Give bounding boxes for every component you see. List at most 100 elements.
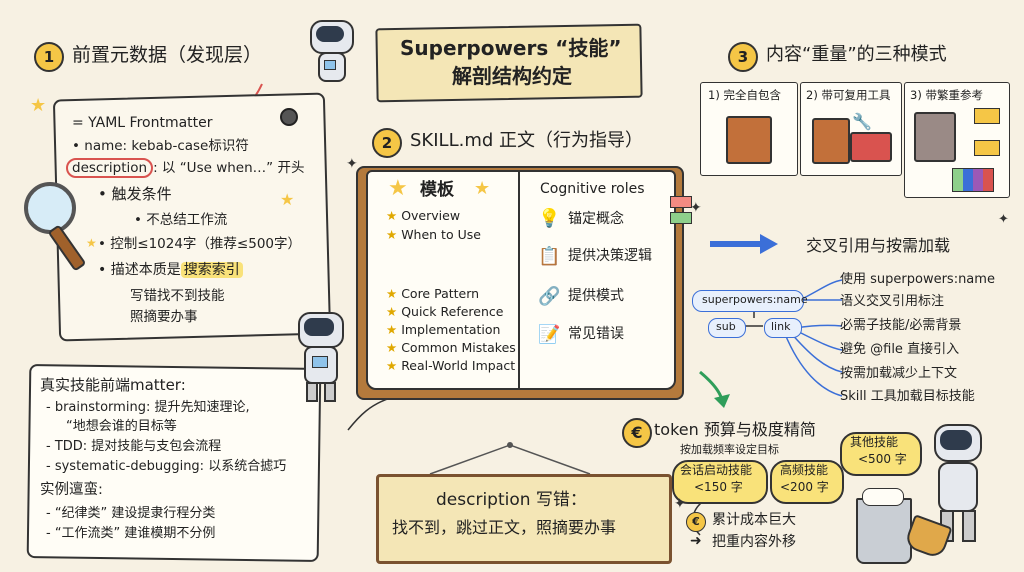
real-title: 真实技能前端matter: [40, 376, 186, 394]
binders-icon [952, 168, 994, 192]
trigger-item: • 触发条件 [98, 185, 172, 203]
node-superpowers-name [692, 290, 804, 312]
budget-session-l1: 会话启动技能 [680, 463, 753, 477]
cognitive-roles-title: Cognitive roles [540, 181, 645, 197]
wrench-icon: 🔧 [852, 112, 872, 131]
description-rest: : 以 “Use when…” 开头 [153, 160, 305, 176]
toolbox-icon [850, 132, 892, 162]
crossref-item-5: 按需加载减少上下文 [840, 366, 958, 381]
folder-icon [974, 108, 1000, 124]
magnifier-icon [20, 178, 90, 278]
real-sub: 实例邅蛮: [40, 482, 103, 498]
star-bullet-icon: ★ [386, 304, 402, 319]
star-bullet-icon: ★ [386, 227, 402, 242]
limit-item: • 控制≤1024字（推荐≤500字） [98, 236, 301, 252]
real-line-4: - systematic-debugging: 以系统合摅巧 [46, 459, 287, 474]
template-item-core: ★ Core Pattern [386, 286, 479, 301]
star-icon: ✦ [998, 212, 1009, 227]
template-item-quick: ★ Quick Reference [386, 304, 503, 319]
budget-other-l2: <500 字 [858, 452, 907, 466]
template-item-text: Real-World Impact [401, 358, 516, 373]
star-bullet-icon: ★ [386, 208, 402, 223]
section-1-title: 前置元数据（发现层） [72, 44, 263, 66]
essence-item: • 描述本质是搜索索引 [98, 262, 243, 279]
template-item-text: Quick Reference [401, 304, 504, 319]
warning-board [376, 474, 672, 564]
star-icon: ★ [30, 95, 47, 116]
robot-icon-sweeper [920, 420, 992, 550]
token-note: 按加载频率设定目标 [680, 443, 779, 456]
real-line-5: - “纪律类” 建设提隶行程分类 [46, 506, 216, 521]
warning-line-1: description 写错： [436, 490, 587, 510]
crossref-title: 交叉引用与按需加载 [806, 236, 951, 255]
role-anchor: 锚定概念 [568, 211, 624, 227]
bullet-icon: • [98, 185, 112, 203]
crossref-item-6: Skill 工具加载目标技能 [840, 389, 975, 404]
crumpled-paper-icon [862, 488, 904, 506]
essence-text: 描述本质是 [110, 262, 181, 278]
trash-can-icon [856, 498, 912, 564]
pushpin-icon [280, 108, 298, 126]
no-workflow-text: 不总结工作流 [146, 212, 228, 228]
star-icon: ✦ [690, 200, 702, 216]
arrow-icon: ➜ [690, 533, 702, 549]
bullet-icon: • [98, 236, 111, 252]
node-link [764, 318, 802, 338]
section-3-number: 3 [728, 42, 758, 72]
budget-bubble-session [672, 460, 768, 504]
lightbulb-icon: 💡 [538, 208, 561, 229]
section-2-title: SKILL.md 正文（行为指导） [410, 130, 643, 151]
star-icon: ★ [474, 178, 491, 199]
star-bullet-icon: ★ [386, 340, 402, 355]
template-item-text: Core Pattern [401, 286, 480, 301]
real-line-6: - “工作流类” 建谁模期不分例 [46, 526, 216, 541]
template-item-text: When to Use [401, 227, 481, 242]
template-item-mistakes: ★ Common Mistakes [386, 340, 516, 355]
section-2-number: 2 [372, 128, 402, 158]
no-workflow-item: • 不总结工作流 [134, 212, 227, 228]
robot-icon-middle [286, 306, 352, 402]
template-item-when: ★ When to Use [386, 227, 481, 242]
template-item-text: Common Mistakes [401, 340, 516, 355]
book-page-right [518, 170, 676, 390]
template-item-text: Implementation [401, 322, 501, 337]
real-line-3: - TDD: 提对技能与支包会流程 [46, 439, 222, 454]
book-icon [812, 118, 850, 164]
description-key: description [66, 158, 154, 178]
section-1-number: 1 [34, 42, 64, 72]
node-link-label: link [771, 320, 791, 333]
role-mistakes: 常见错误 [568, 326, 624, 342]
title-line-1: Superpowers “技能” [400, 36, 622, 60]
hierarchy-icon: 🔗 [538, 286, 561, 307]
bullet-icon: • [72, 138, 85, 154]
bullet-icon: • [98, 262, 111, 278]
title-line-2: 解剖结构约定 [452, 64, 572, 88]
template-item-text: Overview [401, 208, 461, 223]
star-bullet-icon: ★ [386, 322, 402, 337]
real-line-1: - brainstorming: 提升先知速理论, [46, 400, 250, 415]
description-line: description: 以 “Use when…” 开头 [66, 158, 305, 178]
coin-icon: € [686, 512, 706, 532]
star-icon: ★ [388, 176, 408, 201]
budget-frequent-l1: 高频技能 [780, 463, 829, 477]
node-sub [708, 318, 746, 338]
budget-bubble-frequent [770, 460, 844, 504]
yaml-label: = YAML Frontmatter [72, 115, 213, 131]
real-line-2: “地想会谁的目标等 [66, 419, 177, 434]
template-item-impl: ★ Implementation [386, 322, 500, 337]
crossref-item-1: 使用 superpowers:name [840, 272, 995, 287]
token-title: token 预算与极度精简 [654, 420, 816, 439]
template-item-overview: ★ Overview [386, 208, 460, 223]
wrong-item: 写错找不到技能 [130, 288, 225, 304]
node-sub-label: sub [716, 320, 736, 333]
notepad-icon: 📝 [538, 324, 561, 345]
mode-2-label: 2) 带可复用工具 [806, 88, 891, 102]
robot-icon-top [300, 12, 360, 92]
book-icon [914, 112, 956, 162]
folder-icon [974, 140, 1000, 156]
role-decision: 提供决策逻辑 [568, 248, 652, 264]
budget-bubble-other [840, 432, 922, 476]
warning-line-2: 找不到，跳过正文，照摘要办事 [392, 518, 617, 537]
template-item-impact: ★ Real-World Impact [386, 358, 515, 373]
book-page-left [366, 170, 520, 390]
